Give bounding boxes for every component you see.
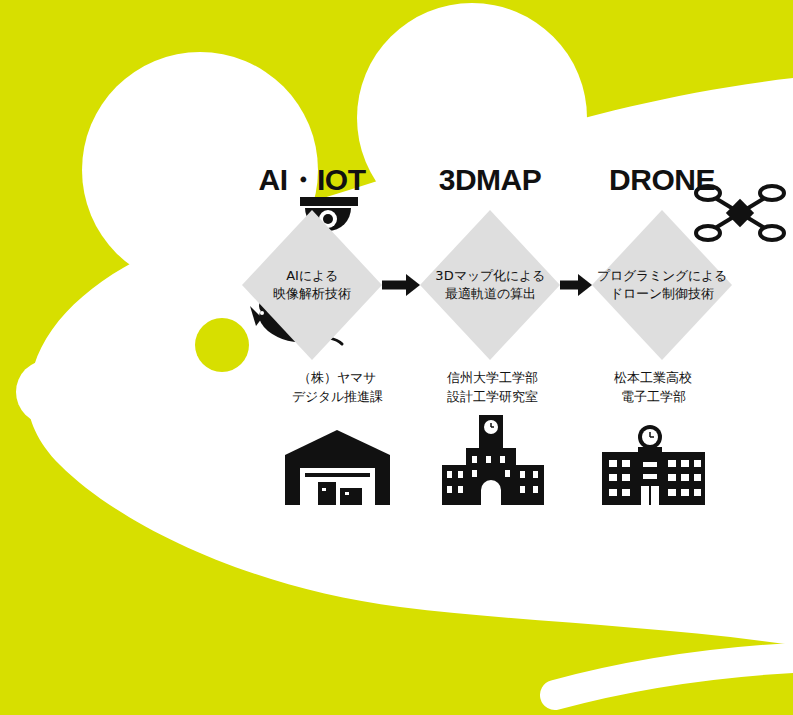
diamond-text-area: 3Dマップ化による 最適軌道の算出 xyxy=(420,210,560,360)
flow-arrow xyxy=(560,274,592,296)
column-heading: 3DMAP xyxy=(420,162,560,198)
flow-arrow xyxy=(382,274,420,296)
diamond-text: プログラミングによる ドローン制御技術 xyxy=(596,267,728,303)
organization-label: （株）ヤマサ デジタル推進課 xyxy=(277,368,397,406)
mouse-eye xyxy=(195,318,249,372)
mouse-tail xyxy=(555,658,793,695)
decision-diamond: AI・IOT AIによる 映像解析技術 xyxy=(242,162,382,360)
diamond-text-stack: 3Dマップ化による 最適軌道の算出 xyxy=(424,267,556,303)
organization-label: 松本工業高校 電子工学部 xyxy=(593,368,713,406)
school-icon xyxy=(602,425,705,505)
mouse-silhouette xyxy=(16,3,793,645)
column-heading: AI・IOT xyxy=(242,162,382,198)
diamond-fill xyxy=(242,210,382,360)
diamond-shape xyxy=(420,210,560,360)
column-heading: DRONE xyxy=(592,162,732,198)
decision-diamond: DRONE プログラミングによる ドローン制御技術 xyxy=(592,162,732,360)
warehouse-icon xyxy=(285,430,390,505)
diamond-text-area: プログラミングによる ドローン制御技術 xyxy=(592,210,732,360)
diamond-shape xyxy=(242,210,382,360)
diamond-text-area: AIによる 映像解析技術 xyxy=(242,210,382,360)
diamond-fill xyxy=(420,210,560,360)
university-icon xyxy=(442,415,544,505)
diamond-fill xyxy=(592,210,732,360)
diamond-text-stack: プログラミングによる ドローン制御技術 xyxy=(596,267,728,303)
decision-diamond: 3DMAP 3Dマップ化による 最適軌道の算出 xyxy=(420,162,560,360)
diamond-text: AIによる 映像解析技術 xyxy=(246,267,378,303)
diamond-shape xyxy=(592,210,732,360)
organization-label: 信州大学工学部 設計工学研究室 xyxy=(427,368,557,406)
diamond-text-stack: AIによる 映像解析技術 xyxy=(246,267,378,303)
diamond-text: 3Dマップ化による 最適軌道の算出 xyxy=(424,267,556,303)
